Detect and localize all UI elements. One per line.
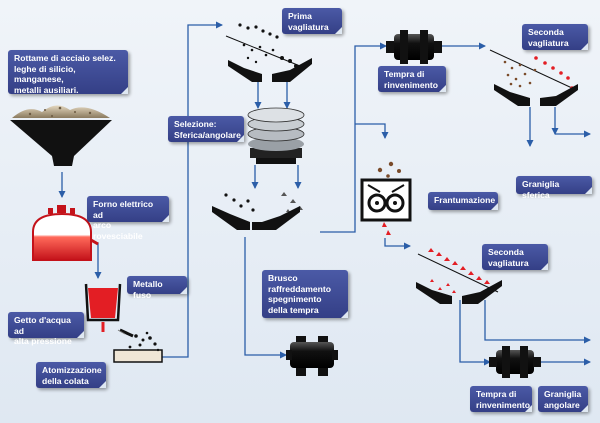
scrap-hopper bbox=[10, 105, 112, 166]
label-tempering-1: Tempra di rinvenimento bbox=[378, 66, 446, 92]
first-screen bbox=[225, 23, 312, 82]
sorter-chutes bbox=[212, 192, 303, 230]
label-second-screening-1: Seconda vagliatura bbox=[522, 24, 588, 50]
label-molten-metal: Metallo fuso bbox=[127, 276, 187, 300]
tempering-drum-2 bbox=[489, 346, 541, 378]
selection-sorter bbox=[247, 107, 305, 164]
label-tempering-2: Tempra di rinvenimento bbox=[470, 386, 532, 412]
tempering-drum-1 bbox=[386, 30, 442, 64]
second-screen-1 bbox=[489, 49, 578, 106]
label-quench: Brusco raffreddamento spegnimento della … bbox=[262, 270, 348, 318]
quench-drum bbox=[286, 336, 338, 376]
atomization-tank bbox=[113, 331, 163, 363]
label-spherical-grit: Graniglia sferica bbox=[516, 176, 592, 200]
second-screen-2 bbox=[416, 248, 502, 304]
label-selection: Selezione: Sferica/angolare bbox=[168, 116, 244, 142]
label-water-jet: Getto d'acqua ad alta pressione bbox=[8, 312, 84, 346]
label-atomization: Atomizzazione della colata bbox=[36, 362, 106, 388]
flow-arrows bbox=[58, 21, 591, 366]
arc-furnace bbox=[32, 205, 99, 261]
crucible bbox=[84, 283, 122, 322]
label-furnace: Forno elettrico ad arco rovesciabile bbox=[87, 196, 169, 241]
water-jet bbox=[101, 322, 134, 338]
label-angular-grit: Graniglia angolare bbox=[538, 386, 588, 412]
label-first-screening: Prima vagliatura bbox=[282, 8, 342, 34]
label-scrap: Rottame di acciaio selez. leghe di silic… bbox=[8, 50, 128, 95]
crusher bbox=[360, 161, 412, 235]
label-second-screening-2: Seconda vagliatura bbox=[482, 244, 548, 270]
label-crushing: Frantumazione bbox=[428, 192, 498, 210]
